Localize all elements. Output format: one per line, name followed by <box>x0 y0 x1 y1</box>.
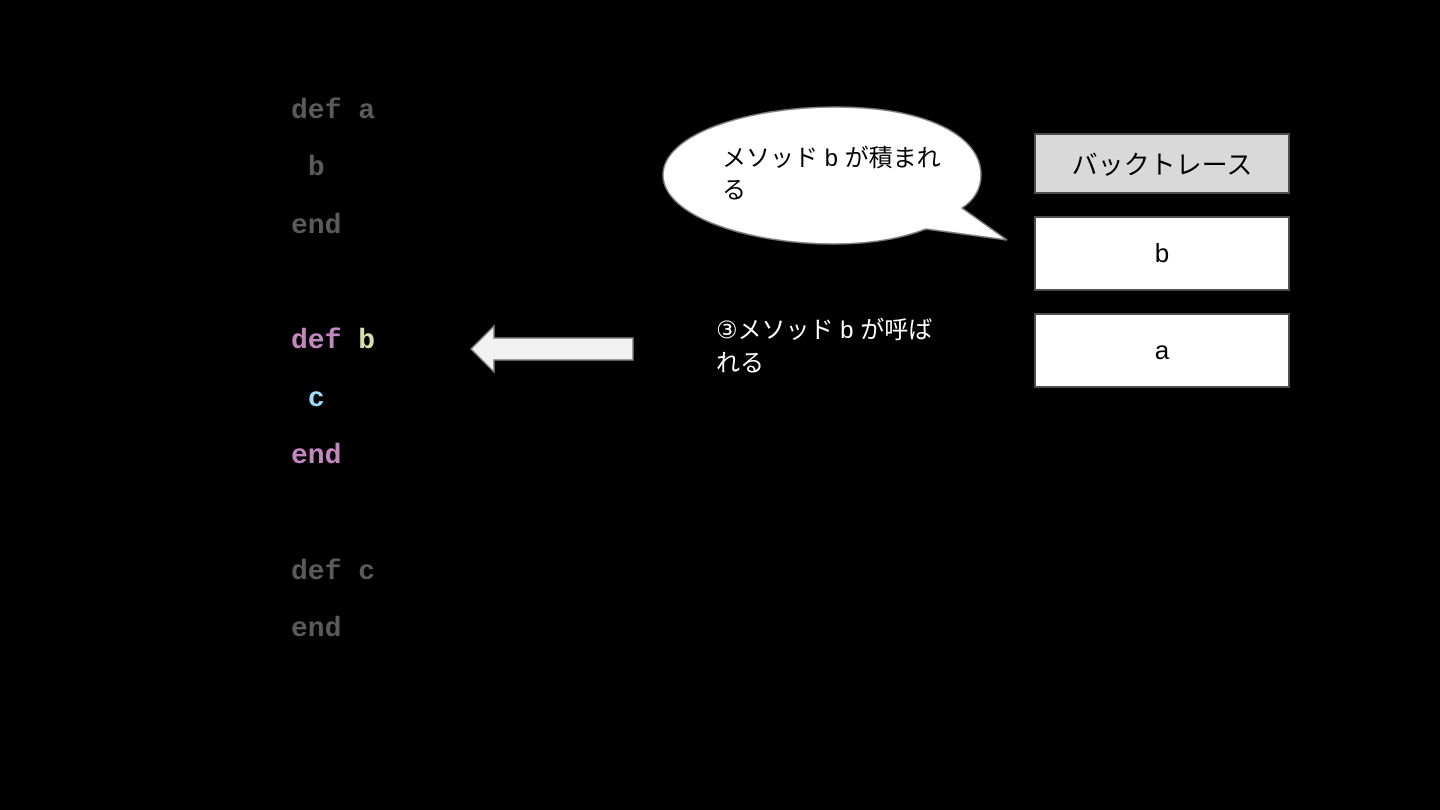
speech-bubble-text: メソッド b が積まれる <box>722 145 941 204</box>
code-method-call: b <box>307 153 325 184</box>
code-keyword: def <box>291 557 342 588</box>
code-line-def-a: def a <box>291 95 375 129</box>
left-arrow-icon <box>469 324 634 374</box>
step-note: ③メソッド b が呼ばれる <box>716 317 933 377</box>
code-keyword: def <box>291 96 342 127</box>
code-line-end-b: end <box>291 440 341 474</box>
speech-bubble-shape <box>662 106 1008 245</box>
backtrace-header: バックトレース <box>1034 133 1290 194</box>
code-method-name-active: b <box>358 326 376 357</box>
code-method-name: a <box>358 96 376 127</box>
code-keyword-active: end <box>291 441 342 472</box>
code-keyword: end <box>291 211 342 242</box>
code-keyword: end <box>291 614 342 645</box>
stack-frame: a <box>1034 313 1290 388</box>
code-line-end-a: end <box>291 210 341 244</box>
code-line-call-c: c <box>291 383 325 417</box>
stack-frame: b <box>1034 216 1290 291</box>
code-line-call-b: b <box>291 152 325 186</box>
code-line-def-c: def c <box>291 556 375 590</box>
code-method-call-active: c <box>307 384 325 415</box>
code-method-name: c <box>358 557 376 588</box>
code-line-end-c: end <box>291 613 341 647</box>
code-keyword-active: def <box>291 326 342 357</box>
code-line-def-b: def b <box>291 325 375 359</box>
